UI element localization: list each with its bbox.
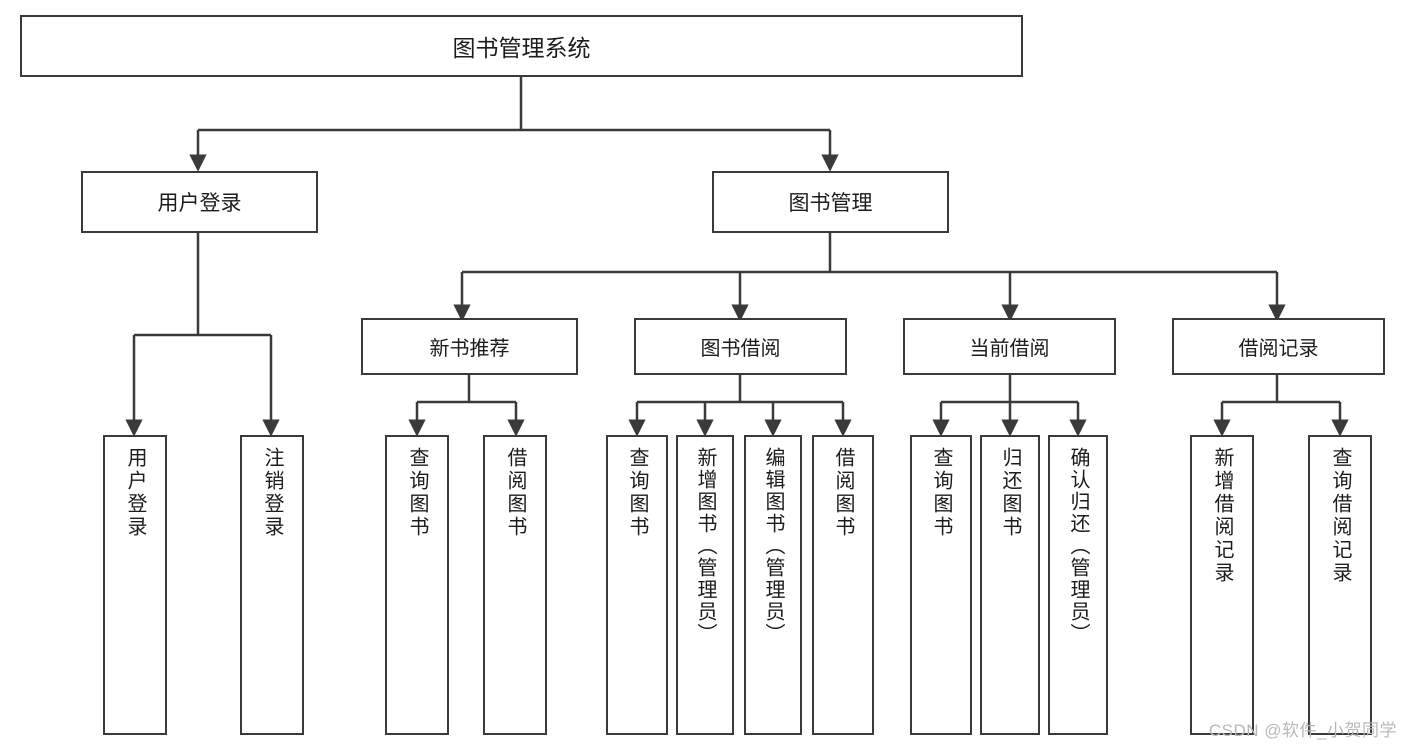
leaf-label: 归还图书 (999, 447, 1021, 539)
leaf-borrow-book[interactable]: 借阅图书 (812, 435, 874, 735)
node-borrow-records[interactable]: 借阅记录 (1172, 318, 1385, 375)
leaf-label: 查询图书 (626, 447, 648, 539)
node-user-login[interactable]: 用户登录 (81, 171, 318, 233)
leaf-confirm-return-admin[interactable]: 确认归还（管理员） (1048, 435, 1108, 735)
leaf-label: 查询借阅记录 (1329, 447, 1351, 585)
leaf-user-login[interactable]: 用户登录 (103, 435, 167, 735)
node-label: 用户登录 (157, 192, 242, 215)
leaf-query-book-new-recommend[interactable]: 查询图书 (385, 435, 449, 735)
leaf-borrow-book-new-recommend[interactable]: 借阅图书 (483, 435, 547, 735)
leaf-label: 注销登录 (261, 447, 283, 539)
leaf-label: 借阅图书 (504, 447, 526, 539)
leaf-label: 新增图书（管理员） (694, 447, 716, 645)
leaf-label: 用户登录 (124, 447, 146, 539)
node-label: 图书管理 (788, 192, 873, 215)
node-current-borrow[interactable]: 当前借阅 (903, 318, 1116, 375)
leaf-label: 编辑图书（管理员） (762, 447, 784, 645)
leaf-add-borrow-record[interactable]: 新增借阅记录 (1190, 435, 1254, 735)
node-label: 图书管理系统 (452, 35, 591, 61)
node-root-book-management-system[interactable]: 图书管理系统 (20, 15, 1023, 77)
leaf-label: 确认归还（管理员） (1067, 447, 1089, 645)
node-label: 新书推荐 (429, 338, 510, 360)
leaf-edit-book-admin[interactable]: 编辑图书（管理员） (744, 435, 802, 735)
leaf-label: 新增借阅记录 (1211, 447, 1233, 585)
node-new-book-recommend[interactable]: 新书推荐 (361, 318, 578, 375)
leaf-return-book[interactable]: 归还图书 (980, 435, 1040, 735)
leaf-label: 查询图书 (406, 447, 428, 539)
node-book-management[interactable]: 图书管理 (712, 171, 949, 233)
node-label: 借阅记录 (1238, 338, 1319, 360)
leaf-logout[interactable]: 注销登录 (240, 435, 304, 735)
leaf-label: 借阅图书 (832, 447, 854, 539)
node-label: 当前借阅 (969, 338, 1050, 360)
leaf-add-book-admin[interactable]: 新增图书（管理员） (676, 435, 734, 735)
leaf-query-borrow-record[interactable]: 查询借阅记录 (1308, 435, 1372, 735)
node-label: 图书借阅 (700, 338, 781, 360)
watermark-text: CSDN @软件_小贺同学 (1208, 721, 1397, 740)
node-book-borrow[interactable]: 图书借阅 (634, 318, 847, 375)
leaf-query-book-borrow[interactable]: 查询图书 (606, 435, 668, 735)
leaf-label: 查询图书 (930, 447, 952, 539)
leaf-query-book-current[interactable]: 查询图书 (910, 435, 972, 735)
